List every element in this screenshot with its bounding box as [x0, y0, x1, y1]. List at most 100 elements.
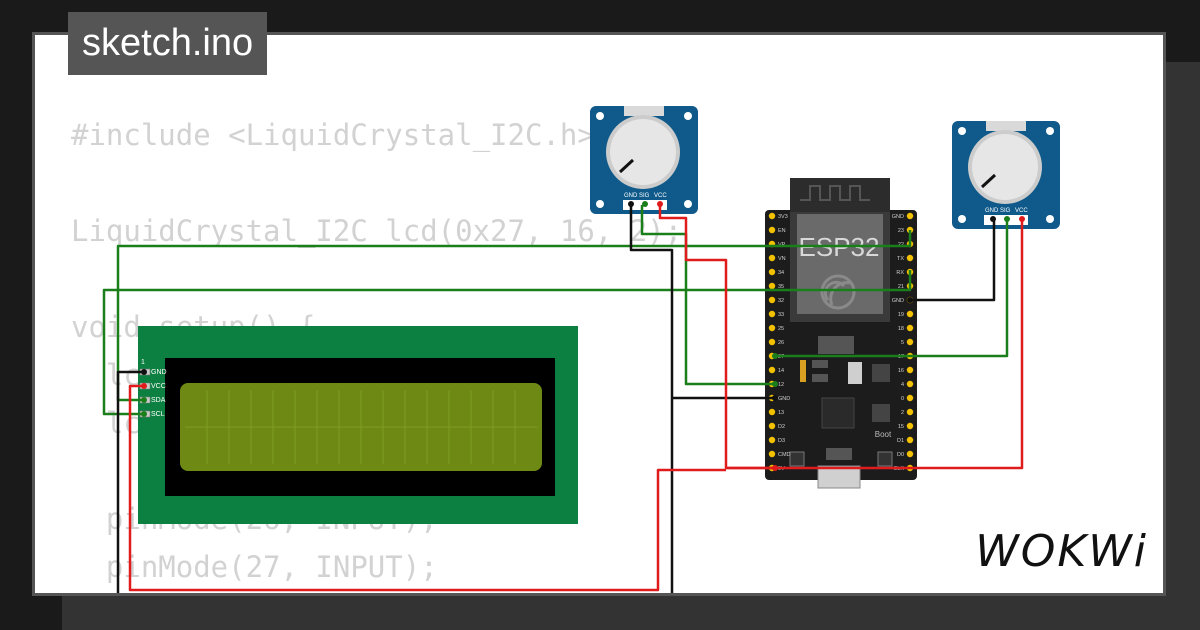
wire-lcd-vcc[interactable]	[128, 384, 726, 592]
esp32-pin-label: D0	[897, 452, 904, 458]
esp32-pin-label: 2	[901, 410, 904, 416]
resistor	[812, 374, 828, 382]
mount-hole	[684, 200, 692, 208]
esp32-pin-label: 12	[778, 382, 784, 388]
esp32-pin-label: 26	[778, 340, 784, 346]
esp32-pin-label: 32	[778, 298, 784, 304]
wire-endpoints	[141, 201, 1025, 471]
esp32-pin-pad[interactable]	[906, 408, 914, 416]
wokwi-logo-text: WOKWi	[975, 526, 1148, 577]
esp32-pin-pad[interactable]	[768, 254, 776, 262]
esp32-pin-pad[interactable]	[906, 310, 914, 318]
transistor	[872, 404, 890, 422]
esp32-pin-pad[interactable]	[768, 436, 776, 444]
esp32-pin-label: D2	[778, 424, 785, 430]
mount-hole	[1046, 215, 1054, 223]
code-line: #include <LiquidCrystal_I2C.h>	[71, 118, 595, 152]
esp32-pin-pad[interactable]	[768, 366, 776, 374]
wire-lcd-sda[interactable]	[116, 230, 912, 402]
pot-pin-label: SIG	[1000, 208, 1011, 214]
en-button[interactable]	[789, 451, 805, 467]
lcd-pin-label: SCL	[151, 411, 165, 418]
esp32-pin-label: 35	[778, 284, 784, 290]
mount-hole	[958, 127, 966, 135]
esp32-pin-label: VN	[778, 256, 786, 262]
esp32-pin-pad[interactable]	[906, 394, 914, 402]
esp32-pin-pad[interactable]	[768, 282, 776, 290]
esp32-pin-label: GND	[892, 298, 904, 304]
esp32-board[interactable]: ESP32 Boot 3V3ENVPVN343532332526271412GN…	[765, 178, 917, 489]
wire-pot1-signal[interactable]	[640, 205, 775, 386]
wire-pot1-vcc[interactable]	[658, 205, 775, 470]
capacitor	[848, 362, 862, 384]
esp32-pin-label: 21	[898, 284, 904, 290]
pot-knob[interactable]	[610, 119, 676, 185]
usb-uart-chip	[821, 397, 855, 429]
pot-pin-label: GND	[624, 193, 638, 199]
wire-pot2-gnd[interactable]	[910, 220, 996, 302]
esp32-pin-label: RX	[896, 270, 904, 276]
usb-port[interactable]	[817, 465, 861, 489]
esp32-pin-pad[interactable]	[768, 310, 776, 318]
esp32-pin-pad[interactable]	[768, 268, 776, 276]
esp32-pin-label: 5	[901, 340, 904, 346]
esp32-pin-pad[interactable]	[906, 212, 914, 220]
file-tab[interactable]: sketch.ino	[68, 12, 268, 75]
transistor	[872, 364, 890, 382]
potentiometer-1[interactable]: GND SIG VCC	[590, 106, 698, 214]
esp32-pin-pad[interactable]	[768, 324, 776, 332]
pot-body-top	[624, 106, 664, 116]
mount-hole	[1046, 127, 1054, 135]
pot-pin-label: VCC	[1015, 208, 1028, 214]
esp32-pin-pad[interactable]	[906, 254, 914, 262]
lcd-char-grid	[185, 390, 537, 464]
lcd-display[interactable]: 1 GND VCC SDA SCL	[138, 326, 578, 524]
led	[800, 360, 806, 382]
esp32-pin-label: GND	[892, 214, 904, 220]
esp32-pin-pad[interactable]	[768, 408, 776, 416]
code-line: pinMode(27, INPUT);	[71, 550, 438, 584]
esp32-pin-pad[interactable]	[768, 422, 776, 430]
pot-knob[interactable]	[972, 134, 1038, 200]
esp32-pin-label: CMD	[778, 452, 791, 458]
pot-indicator	[980, 173, 997, 189]
esp32-pin-label: 25	[778, 326, 784, 332]
mount-hole	[596, 200, 604, 208]
esp32-pin-label: 4	[901, 382, 904, 388]
esp32-shield	[797, 214, 883, 314]
esp32-pin-pad[interactable]	[906, 380, 914, 388]
esp32-pin-pad[interactable]	[906, 324, 914, 332]
esp32-pin-label: D1	[897, 438, 904, 444]
mount-hole	[684, 112, 692, 120]
boot-button[interactable]	[877, 451, 893, 467]
esp32-pin-pad[interactable]	[768, 450, 776, 458]
esp32-pin-label: 0	[901, 396, 904, 402]
wires	[102, 205, 1024, 600]
esp32-pin-label: 23	[898, 228, 904, 234]
esp32-pin-pad[interactable]	[906, 436, 914, 444]
esp32-pin-pad[interactable]	[906, 450, 914, 458]
ldo-regulator	[818, 336, 854, 354]
lcd-pin-label: VCC	[151, 383, 166, 390]
pot-pin-label: VCC	[654, 193, 667, 199]
boot-label: Boot	[875, 430, 892, 439]
esp32-pin-pad[interactable]	[768, 338, 776, 346]
esp32-pin-label: 15	[898, 424, 904, 430]
wire-pot1-gnd[interactable]	[629, 205, 674, 600]
esp32-pin-pad[interactable]	[768, 296, 776, 304]
wire-lcd-gnd[interactable]	[116, 370, 144, 600]
lcd-pin-label: GND	[151, 369, 167, 376]
esp32-pin-label: EN	[778, 228, 786, 234]
wire-pot2-vcc[interactable]	[726, 220, 1024, 470]
esp32-pin-pad[interactable]	[906, 338, 914, 346]
esp32-pin-pad[interactable]	[906, 422, 914, 430]
esp32-pin-pad[interactable]	[906, 366, 914, 374]
potentiometer-2[interactable]: GND SIG VCC	[952, 121, 1060, 229]
lcd-pin1-label: 1	[141, 359, 145, 366]
esp32-pin-pad[interactable]	[768, 212, 776, 220]
esp32-pin-pad[interactable]	[768, 226, 776, 234]
code-line: LiquidCrystal_I2C lcd(0x27, 16, 2);	[71, 214, 683, 248]
resistor	[812, 360, 828, 368]
wire-pot2-signal[interactable]	[775, 220, 1009, 358]
